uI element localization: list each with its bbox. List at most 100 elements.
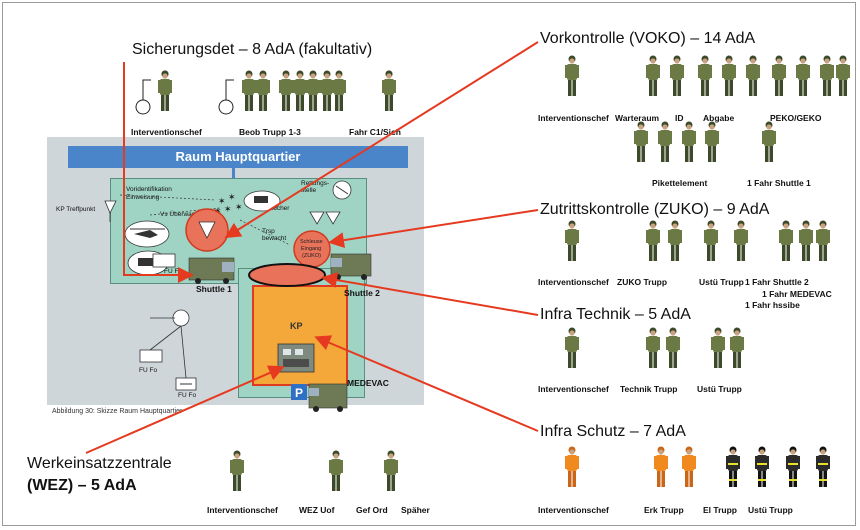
svg-text:Schleuse: Schleuse (300, 239, 323, 245)
arrow-schutz (314, 335, 539, 432)
sensor-cluster-icon: ✶✶ ✶✶ ✶ (214, 192, 243, 216)
map-caption: Abbildung 30: Skizze Raum Hauptquartier (52, 408, 183, 415)
shuttle-2-label: Shuttle 2 (344, 288, 380, 298)
voko-peko-label: PEKO/GEKO (770, 113, 822, 123)
svg-text:✶: ✶ (214, 206, 222, 216)
kp-treffpunkt-label: KP Treffpunkt (56, 206, 96, 213)
soldier-figure-133 (565, 327, 579, 368)
shuttle-2-vehicle (330, 253, 372, 280)
svg-text:✶: ✶ (224, 204, 232, 214)
soldier-figure-129 (734, 220, 748, 261)
triangle-icon-2 (325, 211, 341, 225)
soldier-figure-145 (230, 450, 244, 491)
soldier-figure-132 (816, 220, 830, 261)
soldier-figure-141 (726, 446, 740, 487)
soldier-figure-120 (634, 121, 648, 162)
voko-pikett-label: Pikettelement (652, 178, 708, 188)
soldier-figure-110 (565, 55, 579, 96)
parking-letter: P (295, 386, 303, 400)
soldier-figure-112 (670, 55, 684, 96)
svg-text:✶: ✶ (228, 192, 236, 202)
sich-beob-trupp-label: Beob Trupp 1-3 (239, 127, 301, 137)
zuko-fahr-hssibe-label: 1 Fahr hssibe (745, 300, 800, 310)
trsp-bewacht-label: Trsp bewacht (262, 228, 287, 242)
soldier-figure-130 (779, 220, 793, 261)
arrow-wez (85, 365, 285, 454)
medevac-label: MEDEVAC (347, 378, 389, 388)
tech-trupp-label: Technik Trupp (620, 384, 678, 394)
vs-ueberwachung-label: Vs Überwachung (160, 211, 210, 218)
kp-label: KP (290, 321, 303, 331)
tech-ustue-label: Ustü Trupp (697, 384, 742, 394)
wez-gef-ord-label: Gef Ord (356, 505, 388, 515)
voridentifikation-label: Voridentifikation (126, 186, 172, 193)
medevac-vehicle (308, 383, 348, 412)
soldier-figure-115 (746, 55, 760, 96)
schutz-erk-label: Erk Trupp (644, 505, 684, 515)
soldier-figure-140 (682, 446, 696, 487)
soldier-figure-116 (772, 55, 786, 96)
sich-fahr-label: Fahr C1/Sich (349, 127, 401, 137)
kp-treffpunkt-icon (104, 200, 117, 214)
wez-interventionschef-label: Interventionschef (207, 505, 278, 515)
arrow-voko (224, 41, 539, 239)
soldier-figure-123 (705, 121, 719, 162)
schutz-interventionschef-label: Interventionschef (538, 505, 609, 515)
sich-interventionschef-label: Interventionschef (131, 127, 202, 137)
fu-fo-label-1: FU Fo (164, 268, 183, 275)
voko-warteraum-label: Warteraum (615, 113, 660, 123)
soldier-figure-131 (799, 220, 813, 261)
sich-ic-symbol (135, 79, 151, 115)
triangle-icon-1 (309, 211, 325, 225)
heading-infra-schutz: Infra Schutz – 7 AdA (540, 423, 686, 440)
hq-map-title: Raum Hauptquartier (68, 146, 408, 168)
parking-sign-icon (291, 384, 307, 400)
svg-text:(ZUKO): (ZUKO) (302, 253, 321, 259)
heading-wez-line1: Werkeinsatzzentrale (27, 455, 172, 472)
zuko-interventionschef-label: Interventionschef (538, 277, 609, 287)
einweisung-label: Einweisung (126, 194, 160, 201)
soldier-figure-113 (698, 55, 712, 96)
soldier-figure-124 (762, 121, 776, 162)
soldier-figure-121 (658, 121, 672, 162)
voko-abgabe-label: Abgabe (703, 113, 735, 123)
zuko-trupp-label: ZUKO Trupp (617, 277, 668, 287)
svg-text:✶: ✶ (235, 202, 243, 212)
zuko-ustue-label: Ustü Trupp (699, 277, 744, 287)
soldier-figure-106 (306, 70, 320, 111)
svg-text:Eingang: Eingang (301, 246, 321, 252)
soldier-figure-136 (711, 327, 725, 368)
heading-infra-technik: Infra Technik – 5 AdA (540, 306, 691, 323)
arrow-technik (321, 272, 539, 316)
soldier-figure-125 (565, 220, 579, 261)
shuttle-1-label: Shuttle 1 (196, 284, 232, 294)
soldier-figure-127 (668, 220, 682, 261)
heading-sicherungsdet: Sicherungsdet – 8 AdA (fakultativ) (132, 41, 373, 58)
soldier-figure-134 (646, 327, 660, 368)
soldier-figure-128 (704, 220, 718, 261)
soldier-figure-119 (836, 55, 850, 96)
schutz-el-label: El Trupp (703, 505, 737, 515)
soldier-figure-102 (242, 70, 256, 111)
fu-fo-box-1 (139, 349, 163, 363)
soldier-figure-108 (332, 70, 346, 111)
soldier-figure-138 (565, 446, 579, 487)
soldier-figure-111 (646, 55, 660, 96)
schutz-ustue-label: Ustü Trupp (748, 505, 793, 515)
soldier-figure-144 (816, 446, 830, 487)
wez-spaeher-label: Späher (401, 505, 430, 515)
fu-fo-label-2: FU Fo (139, 367, 158, 374)
svg-text:✶: ✶ (218, 196, 226, 206)
fu-fo-label-3: FU Fo (178, 392, 197, 399)
voko-fahr-label: 1 Fahr Shuttle 1 (747, 178, 811, 188)
voko-interventionschef-label: Interventionschef (538, 113, 609, 123)
zuko-fahr-shuttle2-label: 1 Fahr Shuttle 2 (745, 277, 809, 287)
soldier-figure-139 (654, 446, 668, 487)
wez-uof-label: WEZ Uof (299, 505, 335, 515)
soldier-figure-142 (755, 446, 769, 487)
soldier-figure-147 (384, 450, 398, 491)
